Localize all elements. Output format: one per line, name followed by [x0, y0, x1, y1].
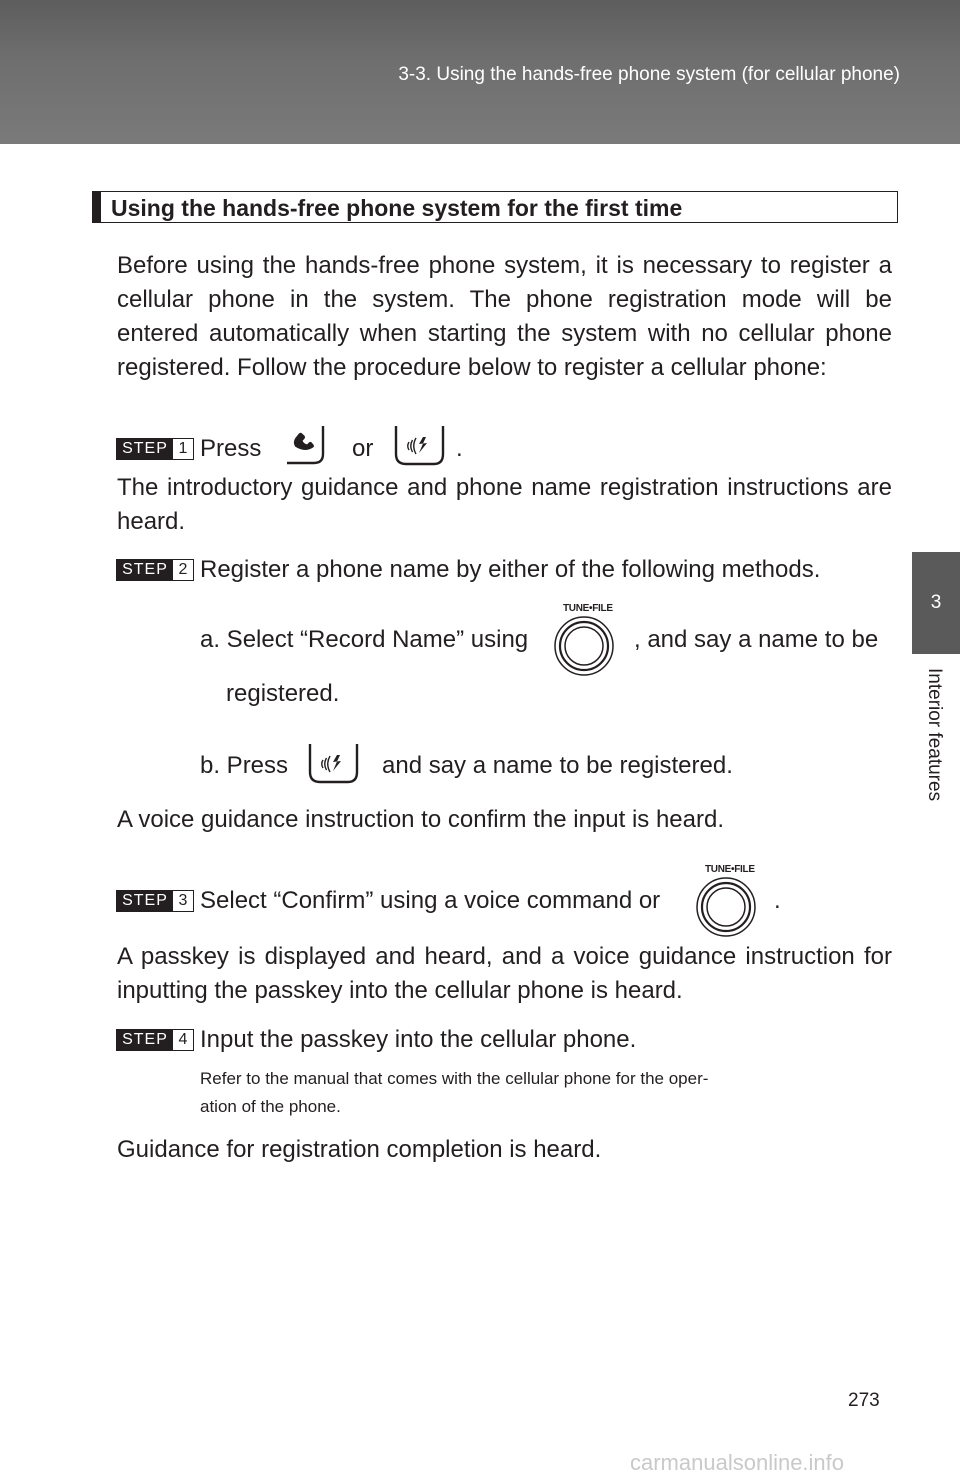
step-1-result: The introductory guidance and phone name…	[117, 474, 892, 535]
step-2-badge: STEP 2	[116, 559, 194, 581]
step-1-badge: STEP 1	[116, 438, 194, 460]
chapter-tab: 3	[912, 552, 960, 654]
step-4-note-line-2: ation of the phone.	[200, 1097, 341, 1116]
knob-label: TUNE•FILE	[705, 864, 755, 875]
step-4-badge: STEP 4	[116, 1029, 194, 1051]
tune-file-knob-icon	[696, 877, 756, 937]
phone-off-hook-icon	[287, 426, 325, 465]
step-4-result: Guidance for registration completion is …	[117, 1136, 602, 1163]
chapter-title: 3-3. Using the hands-free phone system (…	[398, 64, 900, 85]
step-4-note-line-1: Refer to the manual that comes with the …	[200, 1069, 709, 1088]
step-number: 1	[178, 440, 188, 457]
method-a-text-2: , and say a name to be	[634, 626, 879, 653]
step-word: STEP	[117, 891, 173, 911]
step-word: STEP	[117, 439, 173, 459]
method-a-text-1: a. Select “Record Name” using	[200, 626, 529, 653]
step-number: 4	[178, 1031, 188, 1048]
step-1-end: .	[456, 435, 463, 462]
step-1-press: Press	[200, 435, 262, 462]
knob-label: TUNE•FILE	[563, 603, 613, 614]
step-3-result: A passkey is displayed and heard, and a …	[117, 943, 892, 1004]
intro-paragraph: Before using the hands-free phone system…	[117, 252, 892, 381]
method-b-text-2: and say a name to be registered.	[382, 752, 733, 779]
talk-switch-icon	[308, 744, 359, 784]
step-2-text: Register a phone name by either of the f…	[200, 556, 821, 583]
step-1-or: or	[352, 435, 374, 462]
method-b-text-1: b. Press	[200, 752, 289, 779]
step-number: 2	[178, 561, 188, 578]
chapter-tab-number: 3	[930, 592, 942, 613]
tune-file-knob-icon	[554, 616, 614, 676]
step-2-result: A voice guidance instruction to confirm …	[117, 806, 725, 833]
step-3-badge: STEP 3	[116, 890, 194, 912]
page-header: 3-3. Using the hands-free phone system (…	[0, 0, 960, 144]
step-4-text: Input the passkey into the cellular phon…	[200, 1026, 637, 1053]
step-3-text: Select “Confirm” using a voice command o…	[200, 887, 661, 914]
step-4-note: Refer to the manual that comes with the …	[200, 1065, 890, 1121]
section-heading: Using the hands-free phone system for th…	[92, 191, 898, 223]
step-3-end: .	[774, 887, 781, 914]
step-number: 3	[178, 892, 188, 909]
method-a-text-3: registered.	[226, 680, 340, 707]
step-word: STEP	[117, 560, 173, 580]
talk-switch-icon	[394, 426, 445, 466]
step-word: STEP	[117, 1030, 173, 1050]
chapter-tab-label: Interior features	[924, 668, 945, 802]
page-number: 273	[848, 1390, 880, 1411]
watermark: carmanualsonline.info	[630, 1450, 845, 1475]
section-heading-text: Using the hands-free phone system for th…	[111, 195, 683, 221]
heading-bar	[93, 192, 101, 222]
